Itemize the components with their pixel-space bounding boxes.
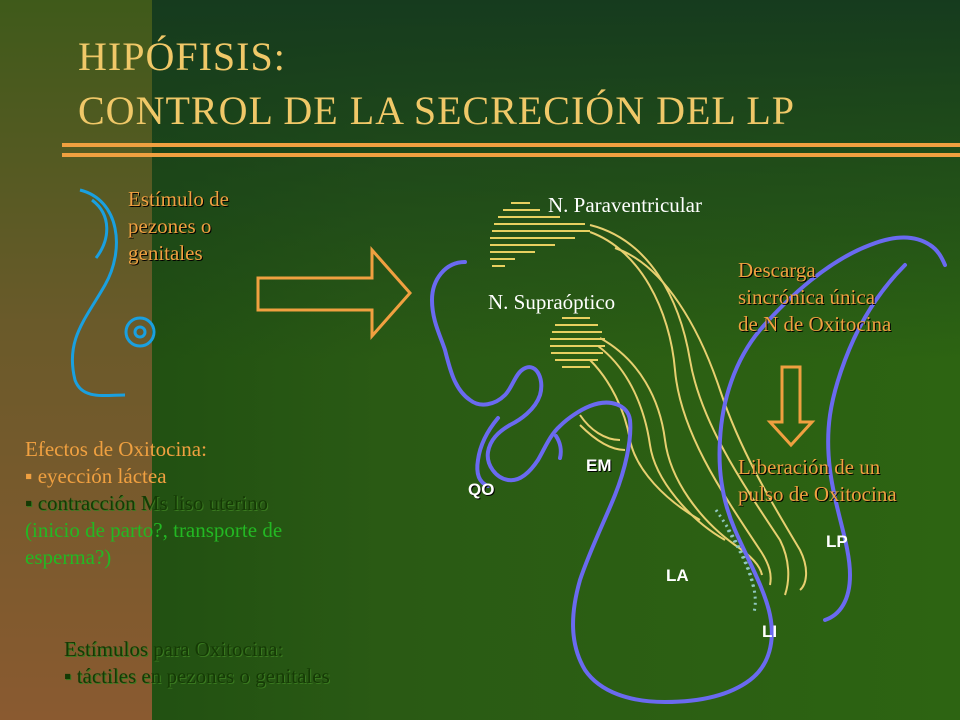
stimulus-line-3: genitales: [128, 241, 203, 265]
areola-circle: [124, 316, 156, 348]
median-eminence-fibers: [579, 414, 626, 451]
breast-inner-curve: [91, 198, 109, 259]
effects-note-line-2: esperma?): [25, 545, 112, 569]
label-la: LA: [666, 566, 689, 585]
effects-item-milk-ejection: ▪ eyección láctea: [25, 464, 167, 488]
slide-background-top-shade: [0, 0, 960, 360]
discharge-line-3: de N de Oxitocina: [738, 312, 892, 336]
intermediate-lobe-dots-2: [726, 529, 756, 591]
nipple-circle: [133, 325, 147, 339]
breast-outline-icon: [70, 188, 156, 398]
label-supraoptico: N. Supraóptico: [488, 290, 616, 314]
title-underline-top: [62, 143, 960, 147]
release-line-1: Liberación de un: [738, 455, 881, 479]
left-side-band: [0, 0, 152, 720]
breast-curve: [70, 188, 126, 398]
label-em: EM: [586, 456, 612, 475]
outline-main: [430, 235, 947, 704]
outline-stalk-notch: [554, 434, 563, 460]
stimulus-line-2: pezones o: [128, 214, 212, 238]
stimulus-line-1: Estímulo de: [128, 187, 229, 211]
paraventricular-nucleus: [490, 202, 590, 267]
stimuli-block: Estímulos para Oxitocina: ▪ táctiles en …: [64, 636, 330, 690]
outline-optic: [475, 416, 500, 488]
effects-item-uterine-contraction: ▪ contracción Ms liso uterino: [25, 491, 269, 515]
release-arrow-icon: [766, 365, 816, 448]
title-line-1: HIPÓFISIS:: [78, 34, 286, 79]
discharge-line-2: sincrónica única: [738, 285, 876, 309]
supraoptic-nucleus: [550, 317, 605, 368]
discharge-line-1: Descarga: [738, 258, 816, 282]
label-li: LI: [762, 622, 778, 641]
outline-posterior-lobe: [823, 263, 907, 622]
stimulus-arrow-icon: [256, 246, 413, 340]
effects-block: Efectos de Oxitocina: ▪ eyección láctea …: [25, 436, 282, 571]
release-line-2: pulso de Oxitocina: [738, 482, 897, 506]
label-qo: QO: [468, 480, 495, 499]
label-lp: LP: [826, 532, 848, 551]
stimuli-item-tactile: ▪ táctiles en pezones o genitales: [64, 664, 330, 688]
stimulus-text: Estímulo de pezones o genitales: [128, 186, 229, 267]
title-underline-bottom: [62, 153, 960, 157]
effects-note-line-1: (inicio de parto?, transporte de: [25, 518, 283, 542]
discharge-text: Descarga sincrónica única de N de Oxitoc…: [738, 257, 891, 338]
brain-and-pituitary-outline: [430, 235, 947, 704]
title-line-2: CONTROL DE LA SECRECIÓN DEL LP: [78, 88, 796, 133]
release-text: Liberación de un pulso de Oxitocina: [738, 454, 897, 508]
stimuli-heading: Estímulos para Oxitocina:: [64, 637, 284, 661]
slide-title: HIPÓFISIS: CONTROL DE LA SECRECIÓN DEL L…: [78, 30, 795, 138]
label-paraventricular: N. Paraventricular: [548, 193, 702, 217]
effects-heading: Efectos de Oxitocina:: [25, 437, 207, 461]
